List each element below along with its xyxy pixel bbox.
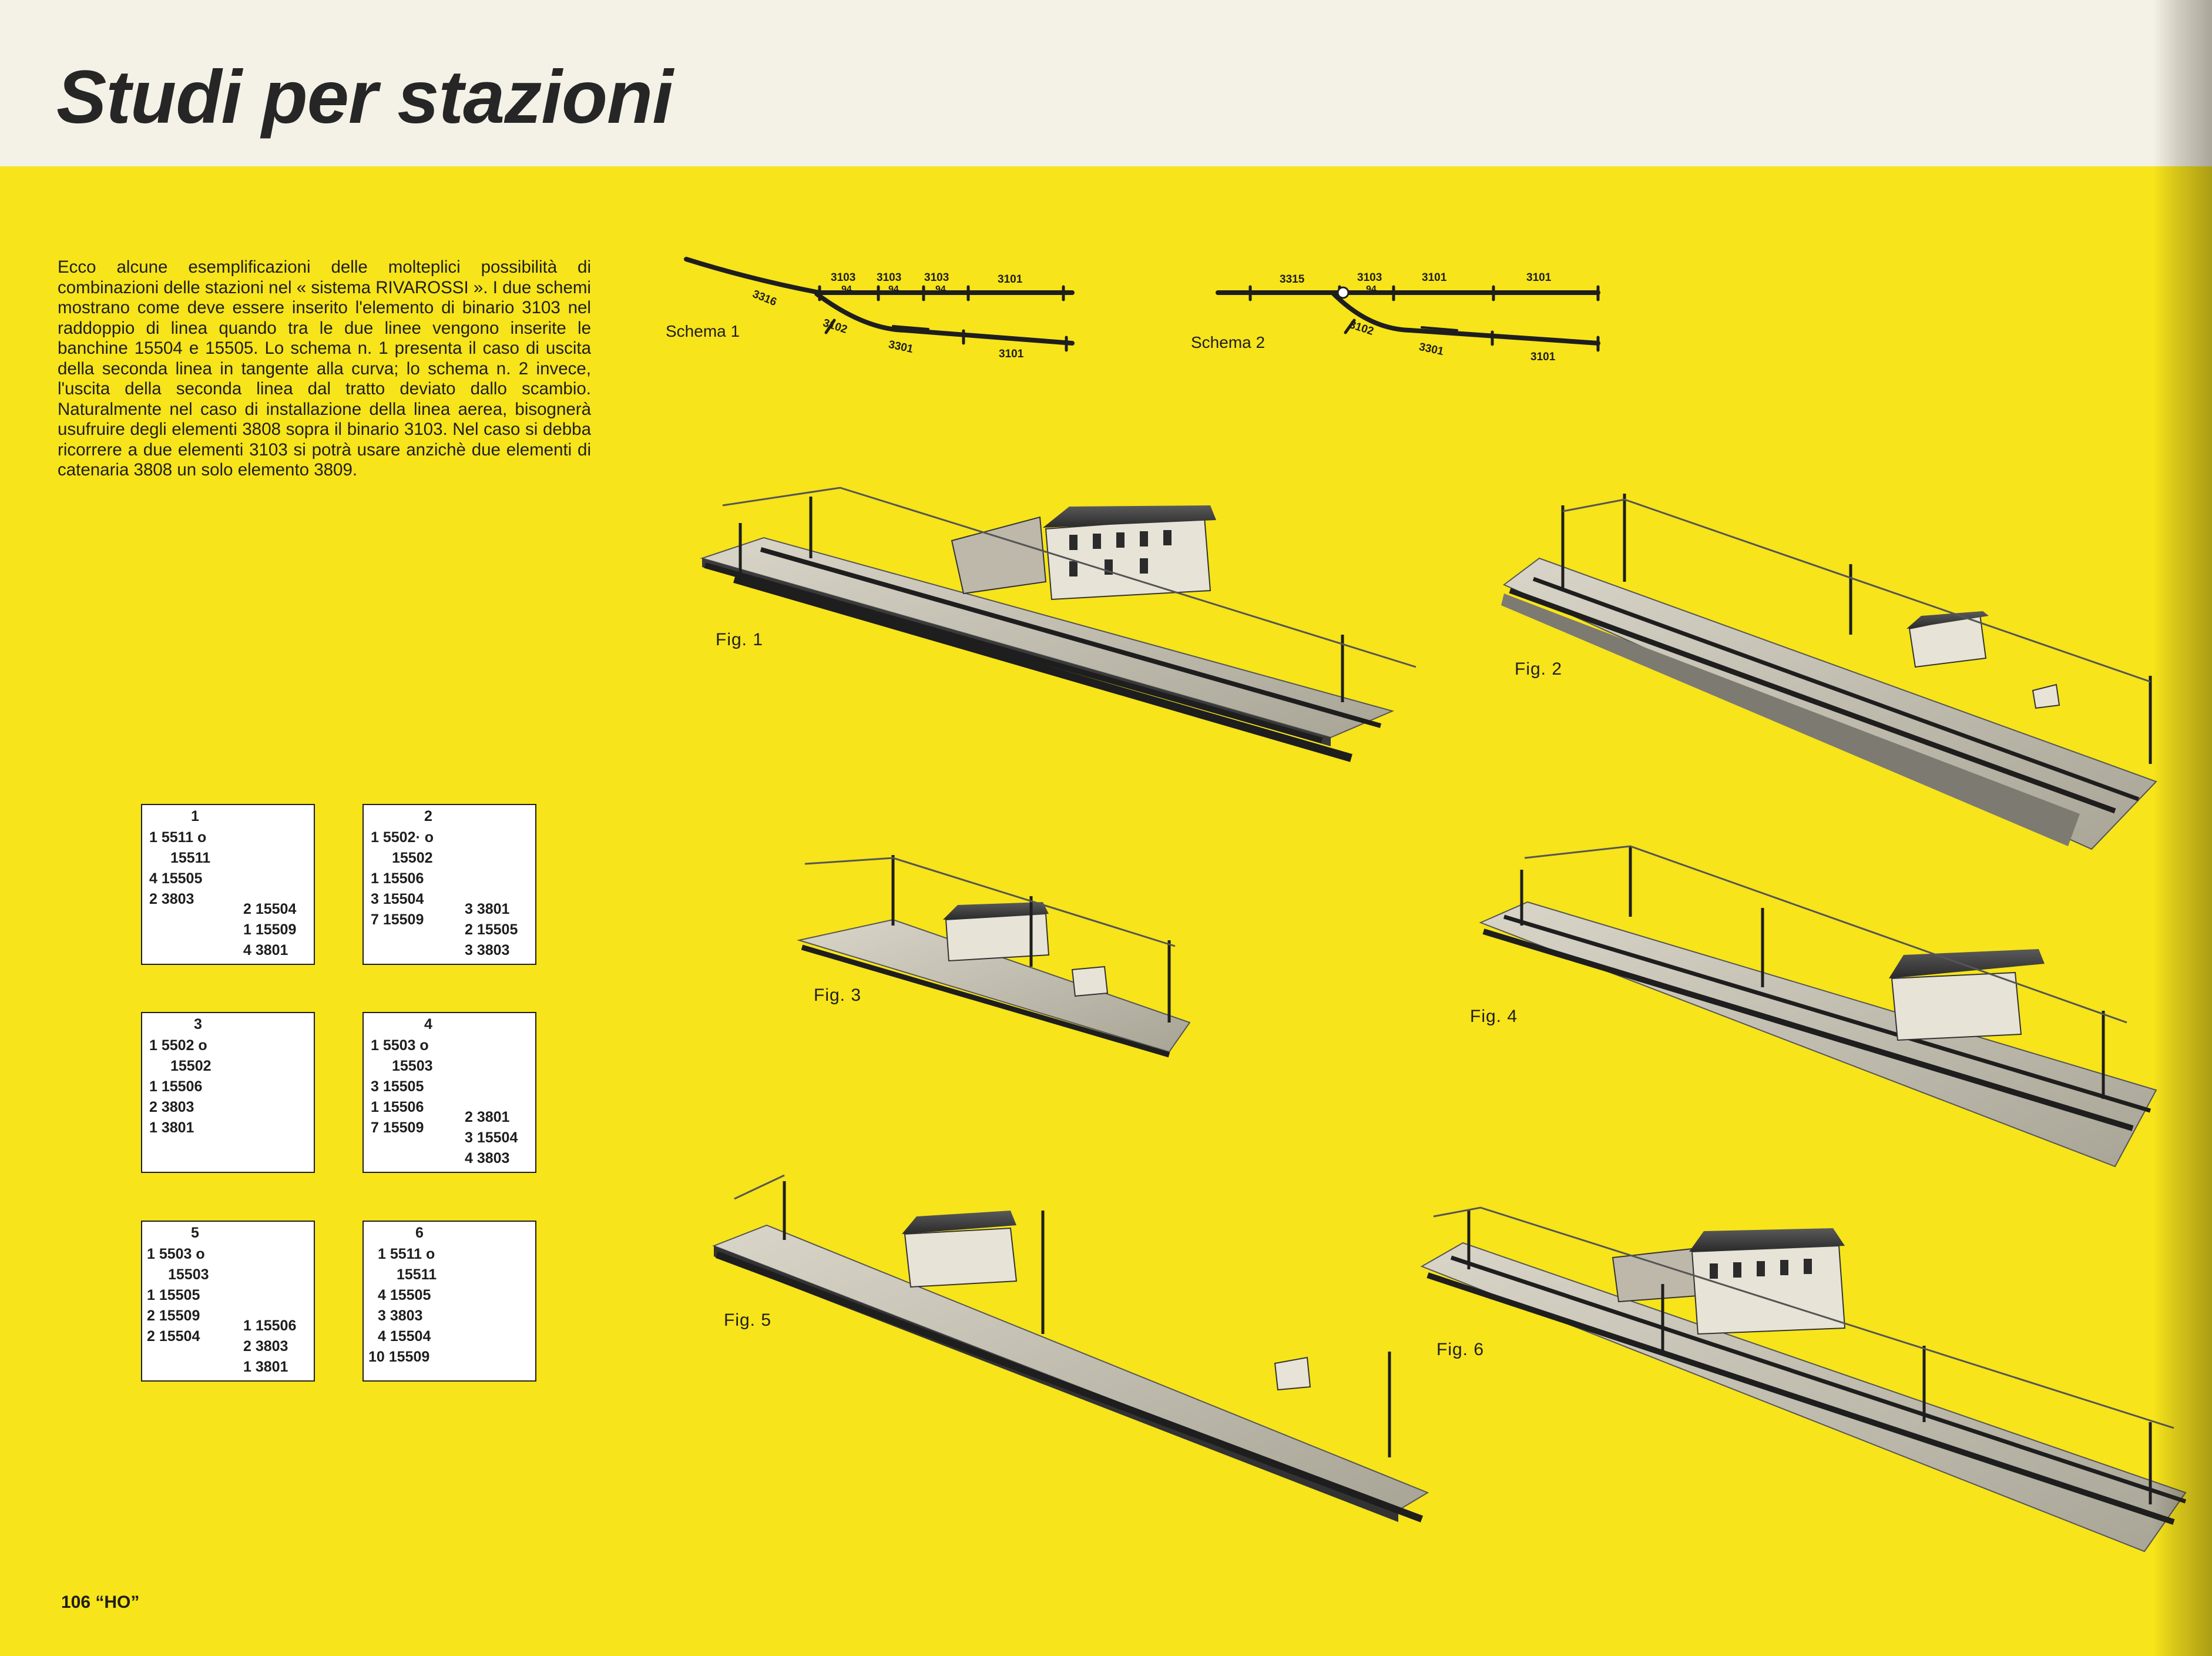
book-gutter-shadow	[2153, 0, 2212, 1656]
schema-2-label: Schema 2	[1191, 333, 1266, 351]
table-line: 4 3803	[465, 1150, 510, 1166]
track-code: 3101	[1422, 271, 1447, 284]
table-line: 3 3803	[378, 1308, 423, 1324]
fig-2-label: Fig. 2	[1515, 659, 1563, 679]
station-photo-fig3	[797, 855, 1191, 1058]
track-code: 3101	[1530, 351, 1556, 363]
track-code: 94	[888, 284, 899, 294]
station-photo-fig1	[700, 487, 1417, 762]
table-line: 10 15509	[368, 1349, 430, 1365]
parts-table-5: 5 1 5503 o 15503 1 15505 2 15509 2 15504…	[141, 1221, 315, 1382]
table-line: 15502	[170, 1058, 212, 1074]
table-line: 2 3803	[149, 891, 194, 907]
track-code: 3101	[1526, 271, 1552, 284]
table-line: 3 15504	[465, 1129, 518, 1146]
fig-5-label: Fig. 5	[724, 1310, 772, 1330]
table-line: 2 15505	[465, 921, 518, 938]
table-line: 4 15505	[378, 1287, 431, 1303]
track-code: 3103	[877, 271, 902, 284]
station-photo-fig5	[712, 1174, 1429, 1523]
track-code: 3103	[924, 271, 949, 284]
table-number: 3	[194, 1016, 202, 1033]
parts-table-2: 2 1 5502· o 15502 1 15506 3 15504 7 1550…	[362, 804, 536, 965]
table-number: 5	[191, 1225, 199, 1241]
table-line: 3 3803	[465, 942, 510, 958]
table-number: 6	[415, 1225, 424, 1241]
track-code: 94	[935, 284, 946, 294]
table-line: 4 15505	[149, 870, 203, 887]
table-line: 2 3801	[465, 1109, 510, 1125]
table-line: 15511	[170, 850, 211, 866]
table-line: 15503	[392, 1058, 433, 1074]
table-line: 1 3801	[149, 1119, 194, 1136]
table-line: 1 5511 o	[378, 1246, 435, 1262]
table-line: 7 15509	[371, 911, 424, 928]
table-line: 1 3801	[243, 1359, 288, 1375]
track-code: 94	[841, 284, 852, 294]
table-line: 2 15509	[147, 1308, 200, 1324]
table-line: 2 3803	[149, 1099, 194, 1115]
track-code: 3101	[998, 273, 1023, 286]
table-line: 7 15509	[371, 1119, 424, 1136]
table-line: 1 15506	[371, 1099, 424, 1115]
station-photo-fig2	[1501, 494, 2157, 850]
station-photo-fig4	[1479, 845, 2157, 1168]
page-title: Studi per stazioni	[56, 55, 673, 139]
table-line: 1 15506	[371, 870, 424, 887]
track-code: 94	[1366, 284, 1377, 294]
table-number: 1	[191, 808, 199, 824]
parts-table-1: 1 1 5511 o 15511 4 15505 2 3803 2 15504 …	[141, 804, 315, 965]
table-line: 15503	[168, 1266, 209, 1283]
parts-table-6: 6 1 5511 o 15511 4 15505 3 3803 4 15504 …	[362, 1221, 536, 1382]
parts-table-4: 4 1 5503 o 15503 3 15505 1 15506 7 15509…	[362, 1012, 536, 1173]
station-photo-fig6	[1420, 1206, 2187, 1553]
track-code: 3315	[1280, 273, 1305, 286]
table-line: 1 15506	[243, 1318, 297, 1334]
page-folio: 106 “HO”	[61, 1593, 140, 1612]
table-line: 3 3801	[465, 901, 510, 917]
table-line: 4 15504	[378, 1328, 431, 1345]
table-line: 1 15506	[149, 1078, 203, 1095]
schema-1-label: Schema 1	[666, 322, 740, 340]
track-code: 3103	[831, 271, 856, 284]
table-line: 3 15505	[371, 1078, 424, 1095]
table-line: 1 5502· o	[371, 829, 434, 846]
fig-4-label: Fig. 4	[1470, 1007, 1518, 1026]
table-line: 2 3803	[243, 1338, 288, 1355]
fig-3-label: Fig. 3	[814, 985, 862, 1005]
table-line: 1 5503 o	[371, 1037, 429, 1054]
schema-2-diagram	[1216, 285, 1600, 352]
table-line: 1 15509	[243, 921, 297, 938]
table-line: 15502	[392, 850, 433, 866]
table-line: 3 15504	[371, 891, 424, 907]
table-line: 1 5511 o	[149, 829, 207, 846]
table-line: 15511	[397, 1266, 437, 1283]
table-line: 2 15504	[147, 1328, 200, 1345]
track-code: 3101	[999, 348, 1024, 360]
intro-paragraph: Ecco alcune esemplificazioni delle molte…	[58, 257, 591, 480]
fig-1-label: Fig. 1	[716, 630, 764, 649]
table-line: 1 15505	[147, 1287, 200, 1303]
schema-1-diagram	[684, 257, 1075, 352]
table-line: 1 5502 o	[149, 1037, 207, 1054]
parts-table-3: 3 1 5502 o 15502 1 15506 2 3803 1 3801	[141, 1012, 315, 1173]
track-code: 3103	[1357, 271, 1382, 284]
table-number: 4	[424, 1016, 432, 1033]
table-line: 1 5503 o	[147, 1246, 205, 1262]
fig-6-label: Fig. 6	[1436, 1340, 1485, 1359]
table-line: 2 15504	[243, 901, 297, 917]
table-number: 2	[424, 808, 432, 824]
table-line: 4 3801	[243, 942, 288, 958]
